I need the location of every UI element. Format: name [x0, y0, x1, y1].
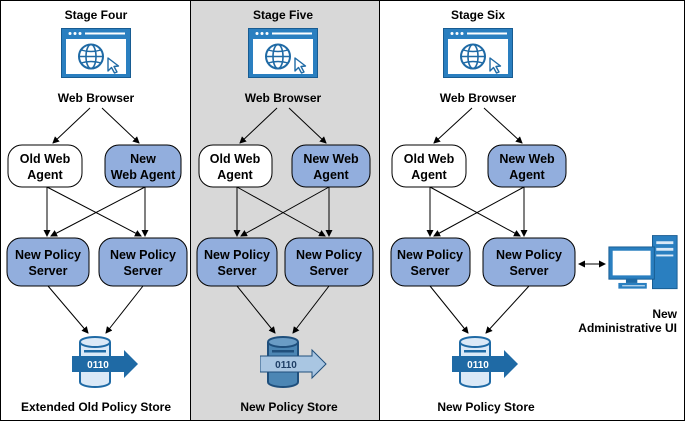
connector-arrow: [239, 107, 278, 144]
connector-arrow: [52, 107, 91, 144]
policy-server-node: [284, 237, 374, 287]
policy-store-label: New Policy Store: [437, 400, 535, 414]
connector-arrow: [433, 186, 525, 237]
stage-title: Stage Four: [65, 8, 128, 22]
connector-arrow: [236, 285, 276, 334]
web-browser-icon: [443, 28, 513, 78]
stage-title: Stage Six: [451, 8, 505, 22]
connector-arrow: [47, 285, 89, 334]
connector-arrow: [292, 285, 330, 334]
connector-arrow: [483, 107, 523, 144]
connector-arrow: [101, 107, 140, 144]
web-browser-icon: [248, 28, 318, 78]
old-web-agent-node: [391, 144, 467, 188]
web-browser-label: Web Browser: [58, 91, 135, 105]
connector-arrow: [485, 285, 530, 334]
connector-arrow: [105, 285, 144, 334]
connector-arrow: [236, 186, 326, 237]
connector-arrow: [429, 285, 469, 334]
connector-arrow: [429, 186, 521, 237]
stage-title: Stage Five: [253, 8, 313, 22]
store-bits-label: 0110: [275, 360, 297, 371]
policy-server-node: [196, 237, 278, 287]
policy-server-node: [390, 237, 471, 287]
new-web-agent-node: [291, 144, 371, 188]
store-bits-label: 0110: [87, 360, 109, 371]
connector-arrow: [46, 186, 142, 237]
old-web-agent-node: [7, 144, 83, 188]
connector-arrow: [433, 107, 473, 144]
policy-store-label: New Policy Store: [240, 400, 338, 414]
policy-server-node: [482, 237, 576, 287]
store-bits-label: 0110: [467, 360, 489, 371]
policy-store-label: Extended Old Policy Store: [21, 400, 171, 414]
policy-server-node: [98, 237, 188, 287]
web-browser-label: Web Browser: [440, 91, 517, 105]
admin-computer-icon: [608, 235, 678, 290]
web-browser-icon: [61, 28, 131, 78]
new-web-agent-node: [104, 144, 182, 188]
new-web-agent-node: [487, 144, 567, 188]
web-browser-label: Web Browser: [245, 91, 322, 105]
connector-arrow: [288, 107, 327, 144]
connector-arrow: [240, 186, 330, 237]
policy-server-node: [6, 237, 90, 287]
old-web-agent-node: [198, 144, 273, 188]
connector-arrow: [50, 186, 146, 237]
